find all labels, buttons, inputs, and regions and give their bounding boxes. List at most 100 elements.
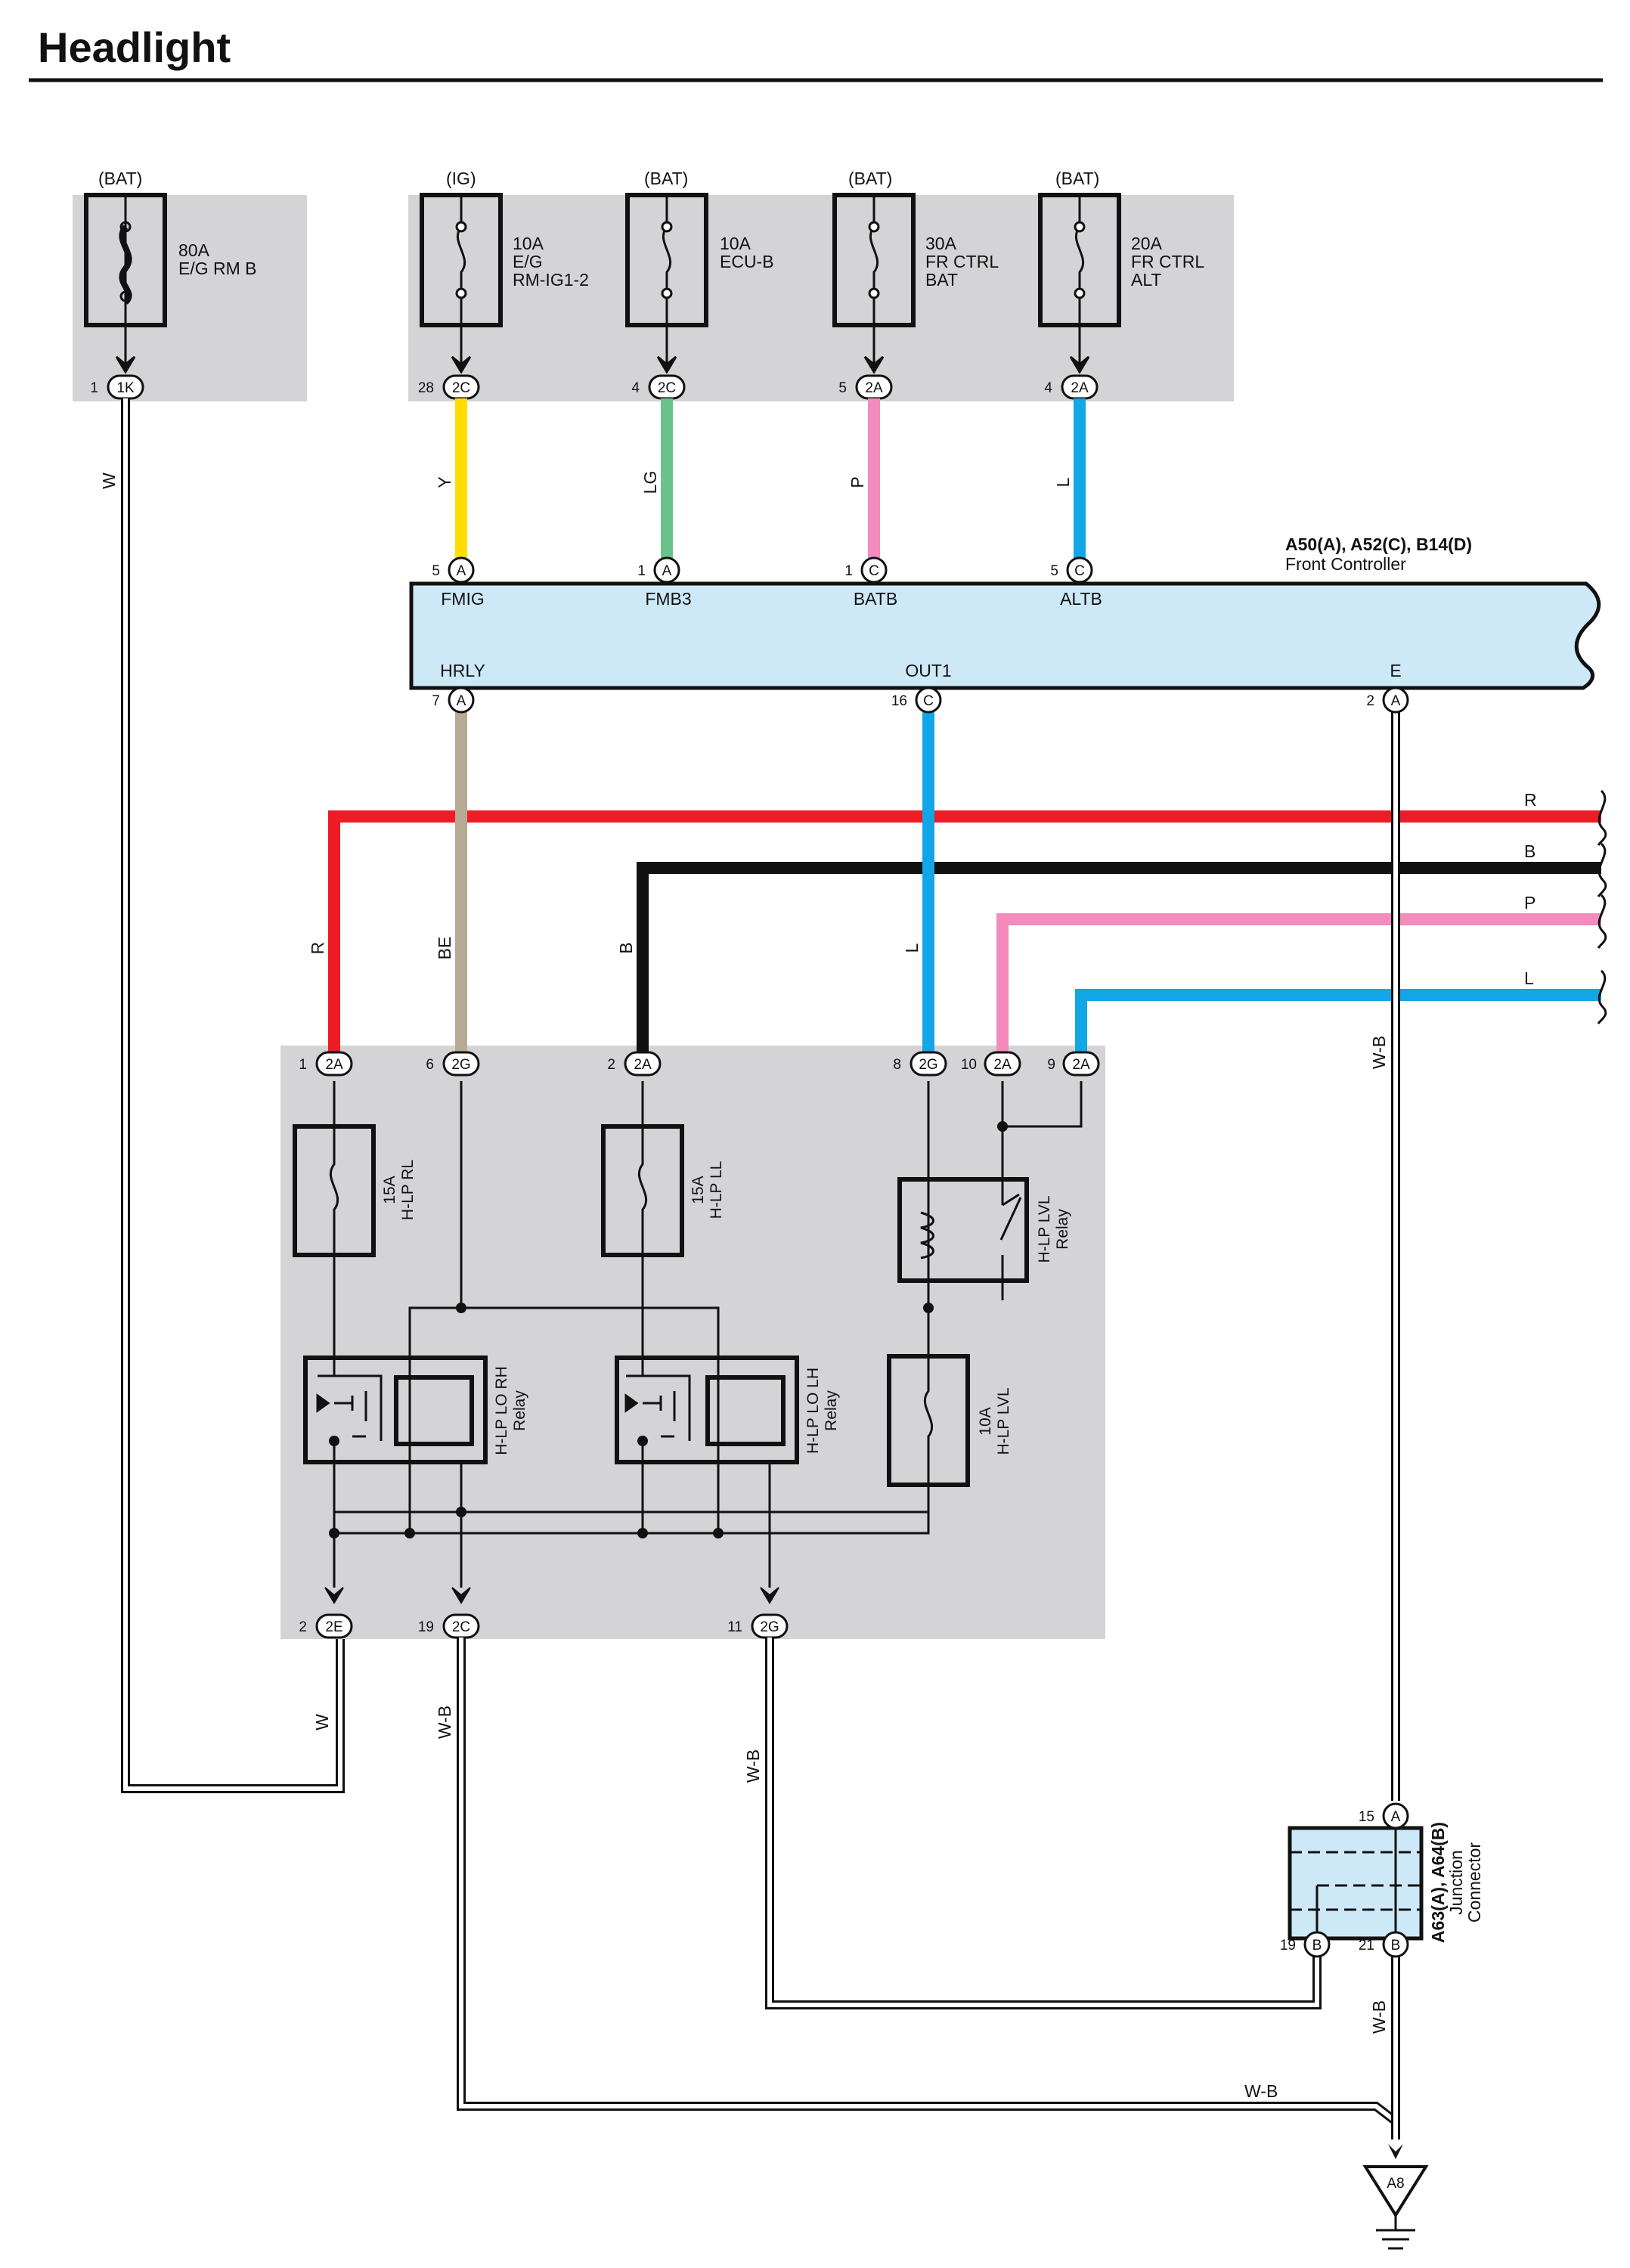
svg-text:8: 8 bbox=[893, 1057, 901, 1073]
svg-text:4: 4 bbox=[1044, 380, 1052, 396]
junction-connector: A 15 B 19 B 21 A63(A), A64(B) Junction C… bbox=[1280, 1802, 1484, 1958]
svg-text:H-LP LO RH: H-LP LO RH bbox=[493, 1366, 510, 1455]
svg-text:10A: 10A bbox=[720, 234, 751, 253]
svg-text:Y: Y bbox=[435, 476, 454, 488]
svg-text:16: 16 bbox=[891, 693, 907, 709]
svg-text:4: 4 bbox=[631, 380, 640, 396]
top-connectors: 1K 1 2C 28 2C 4 2A 5 2A 4 bbox=[90, 374, 1099, 400]
svg-text:Relay: Relay bbox=[511, 1390, 528, 1431]
svg-text:6: 6 bbox=[426, 1057, 434, 1073]
relay-box-top-connectors: 2A 1 2G 6 2A 2 2G 8 2A 10 2A 9 bbox=[299, 1051, 1100, 1077]
svg-text:L: L bbox=[902, 943, 922, 953]
relay-box-panel bbox=[280, 1046, 1105, 1639]
svg-text:1K: 1K bbox=[116, 380, 135, 396]
fuse-rating: 80A bbox=[178, 240, 210, 260]
svg-text:BE: BE bbox=[435, 937, 454, 960]
svg-text:2A: 2A bbox=[325, 1057, 343, 1073]
svg-text:5: 5 bbox=[1050, 563, 1058, 579]
svg-text:C: C bbox=[1074, 563, 1085, 579]
svg-text:FR CTRL: FR CTRL bbox=[925, 252, 999, 271]
svg-text:A: A bbox=[1391, 693, 1401, 709]
svg-text:A63(A), A64(B): A63(A), A64(B) bbox=[1428, 1822, 1448, 1943]
w-wire-battery: W bbox=[99, 398, 345, 1793]
svg-text:1: 1 bbox=[637, 563, 646, 579]
svg-text:W: W bbox=[312, 1714, 332, 1730]
svg-text:11: 11 bbox=[727, 1619, 742, 1635]
page-title: Headlight bbox=[38, 23, 231, 71]
svg-text:FMB3: FMB3 bbox=[645, 589, 691, 609]
svg-text:ECU-B: ECU-B bbox=[720, 252, 774, 271]
svg-text:2A: 2A bbox=[993, 1057, 1012, 1073]
fuse-10a-ecu-b: (BAT) 10A ECU-B bbox=[625, 169, 774, 327]
svg-text:2E: 2E bbox=[325, 1619, 342, 1635]
svg-text:19: 19 bbox=[1280, 1938, 1296, 1954]
svg-text:5: 5 bbox=[432, 563, 440, 579]
svg-text:15: 15 bbox=[1359, 1809, 1374, 1825]
fuse-panel-right bbox=[408, 195, 1234, 401]
fuse-name: E/G RM B bbox=[178, 259, 257, 278]
svg-text:(BAT): (BAT) bbox=[848, 169, 892, 188]
svg-text:B: B bbox=[1524, 841, 1535, 861]
svg-text:30A: 30A bbox=[925, 234, 957, 253]
svg-text:FMIG: FMIG bbox=[441, 589, 485, 609]
svg-text:Junction: Junction bbox=[1446, 1850, 1466, 1915]
relay-box-internal bbox=[293, 1081, 1083, 1588]
relay-box-bottom-connectors: 2E 2 2C 19 2G 11 bbox=[299, 1587, 789, 1639]
svg-text:2C: 2C bbox=[452, 1619, 470, 1635]
fuse-arrows bbox=[115, 325, 1090, 374]
fuse-source-label: (BAT) bbox=[98, 169, 142, 188]
svg-text:7: 7 bbox=[432, 693, 440, 709]
svg-text:P: P bbox=[1524, 893, 1535, 912]
svg-text:L: L bbox=[1524, 968, 1534, 988]
relay-box-nodes bbox=[329, 1121, 1008, 1538]
svg-text:2G: 2G bbox=[760, 1619, 779, 1635]
controller-output-connectors: A 7 C 16 A 2 bbox=[432, 686, 1409, 714]
svg-text:5: 5 bbox=[838, 380, 847, 396]
svg-text:BATB: BATB bbox=[854, 589, 897, 609]
svg-text:R: R bbox=[1524, 790, 1537, 810]
svg-text:A: A bbox=[457, 693, 466, 709]
svg-text:1: 1 bbox=[844, 563, 853, 579]
svg-text:BAT: BAT bbox=[925, 270, 958, 290]
svg-text:L: L bbox=[1053, 477, 1073, 487]
svg-text:2A: 2A bbox=[865, 380, 883, 396]
svg-text:W-B: W-B bbox=[1244, 2081, 1278, 2101]
svg-text:HRLY: HRLY bbox=[440, 661, 485, 680]
svg-text:H-LP RL: H-LP RL bbox=[399, 1160, 417, 1220]
front-controller-code: A50(A), A52(C), B14(D) bbox=[1285, 534, 1472, 554]
svg-text:W-B: W-B bbox=[1369, 1036, 1389, 1069]
svg-text:28: 28 bbox=[418, 380, 434, 396]
svg-text:C: C bbox=[869, 563, 879, 579]
svg-text:E/G: E/G bbox=[513, 252, 543, 271]
svg-text:2C: 2C bbox=[658, 380, 676, 396]
bottom-ground-wires: W W-B W-B W-B W-B bbox=[312, 1637, 1400, 2139]
svg-text:(BAT): (BAT) bbox=[644, 169, 688, 188]
svg-text:ALTB: ALTB bbox=[1060, 589, 1102, 609]
svg-text:(BAT): (BAT) bbox=[1055, 169, 1099, 188]
svg-text:2G: 2G bbox=[451, 1057, 470, 1073]
svg-text:2C: 2C bbox=[452, 380, 470, 396]
svg-text:A: A bbox=[1391, 1809, 1401, 1825]
svg-text:B: B bbox=[616, 942, 636, 953]
fuse-panel-left bbox=[73, 195, 307, 401]
svg-text:Relay: Relay bbox=[1054, 1209, 1071, 1250]
svg-text:2A: 2A bbox=[1071, 380, 1089, 396]
svg-text:R: R bbox=[308, 942, 327, 955]
svg-text:RM-IG1-2: RM-IG1-2 bbox=[513, 270, 589, 290]
component-labels: 15A H-LP RL 15A H-LP LL H-LP LVL Relay H… bbox=[381, 1160, 1071, 1455]
svg-text:19: 19 bbox=[418, 1619, 434, 1635]
svg-text:B: B bbox=[1312, 1938, 1322, 1954]
svg-text:E: E bbox=[1390, 661, 1401, 680]
svg-text:15A: 15A bbox=[689, 1176, 707, 1204]
svg-text:2A: 2A bbox=[634, 1057, 652, 1073]
svg-text:15A: 15A bbox=[381, 1176, 398, 1204]
svg-text:A: A bbox=[457, 563, 466, 579]
svg-text:H-LP LO LH: H-LP LO LH bbox=[804, 1368, 822, 1454]
controller-output-wires: BE L bbox=[435, 709, 934, 1060]
svg-text:10: 10 bbox=[961, 1057, 977, 1073]
svg-text:W: W bbox=[99, 472, 119, 489]
svg-text:ALT: ALT bbox=[1131, 270, 1161, 290]
ground-a8: A8 bbox=[1362, 2144, 1429, 2250]
ground-wire-e: W-B bbox=[1369, 709, 1400, 1801]
